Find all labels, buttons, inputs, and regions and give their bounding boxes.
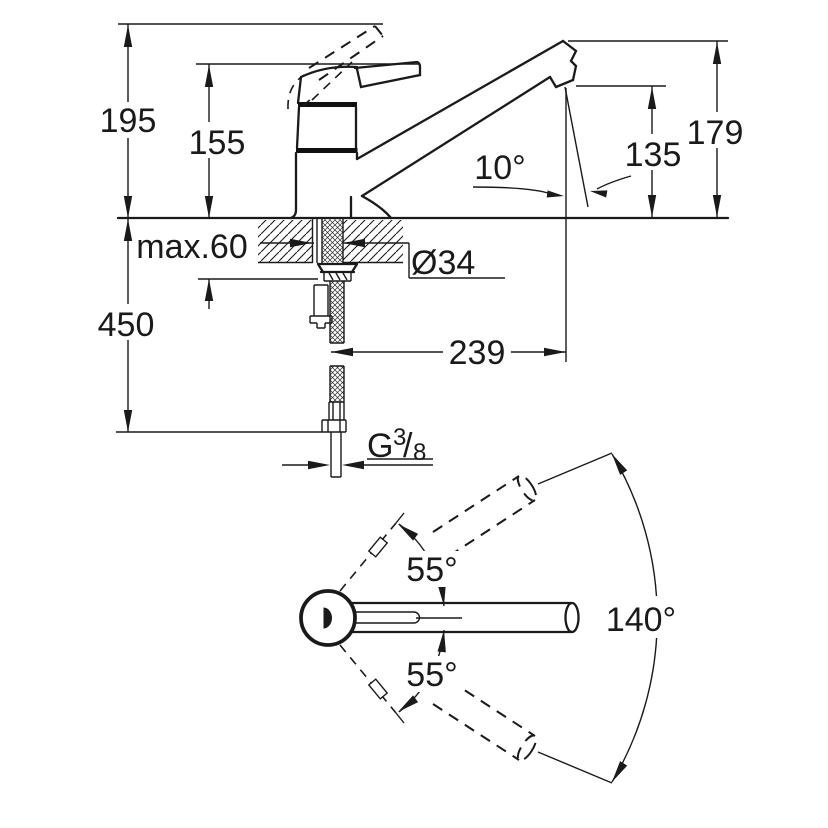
spout [355,39,578,220]
mounting-stud [309,284,333,329]
spout-plan [350,601,574,634]
body-left-edge [289,151,298,220]
g38-slash: / [403,427,413,465]
g38-numerator: 3 [393,424,406,451]
g38-denominator: 8 [413,439,426,466]
faucet-base-circle [299,589,357,647]
dim-55-lower-label: 55° [406,656,457,694]
side-view: 195 155 179 135 10° max.60 Ø34 450 239 G… [95,23,746,478]
lever-handle [353,60,422,89]
dim-140-label: 140° [606,601,676,639]
flex-hose [321,281,347,478]
dim-10deg-label: 10° [474,149,525,187]
dim-dia34-label: Ø34 [411,244,475,282]
lever-pin [323,607,332,629]
spout-outlet [548,39,578,89]
flow-angle-line [564,86,589,208]
faucet-body [287,25,578,220]
countertop-section [116,216,730,264]
top-view: 55° 55° 140° [299,451,681,785]
dim-55-upper-label: 55° [406,551,457,589]
dim-135-label: 135 [625,136,682,174]
dim-g38-label: G 3 / 8 [367,424,426,466]
dim-155-label: 155 [189,124,246,162]
dim-195-label: 195 [100,102,157,140]
g38-prefix: G [367,427,393,465]
handle-ghost-dashed [287,25,384,110]
handle-cap-top [299,65,359,79]
spout-ghost-upper [432,474,538,557]
faucet-plan [299,589,580,647]
spout-ghost-lower [432,679,538,762]
dim-max60-label: max.60 [136,228,248,266]
dim-239-label: 239 [449,334,506,372]
dim-450-label: 450 [98,306,155,344]
dim-179-label: 179 [687,114,744,152]
mounting-shank [311,219,344,263]
g38-pipe-end [330,432,342,478]
flange-locknut [316,262,359,282]
swivel-stop-rays [339,512,405,724]
